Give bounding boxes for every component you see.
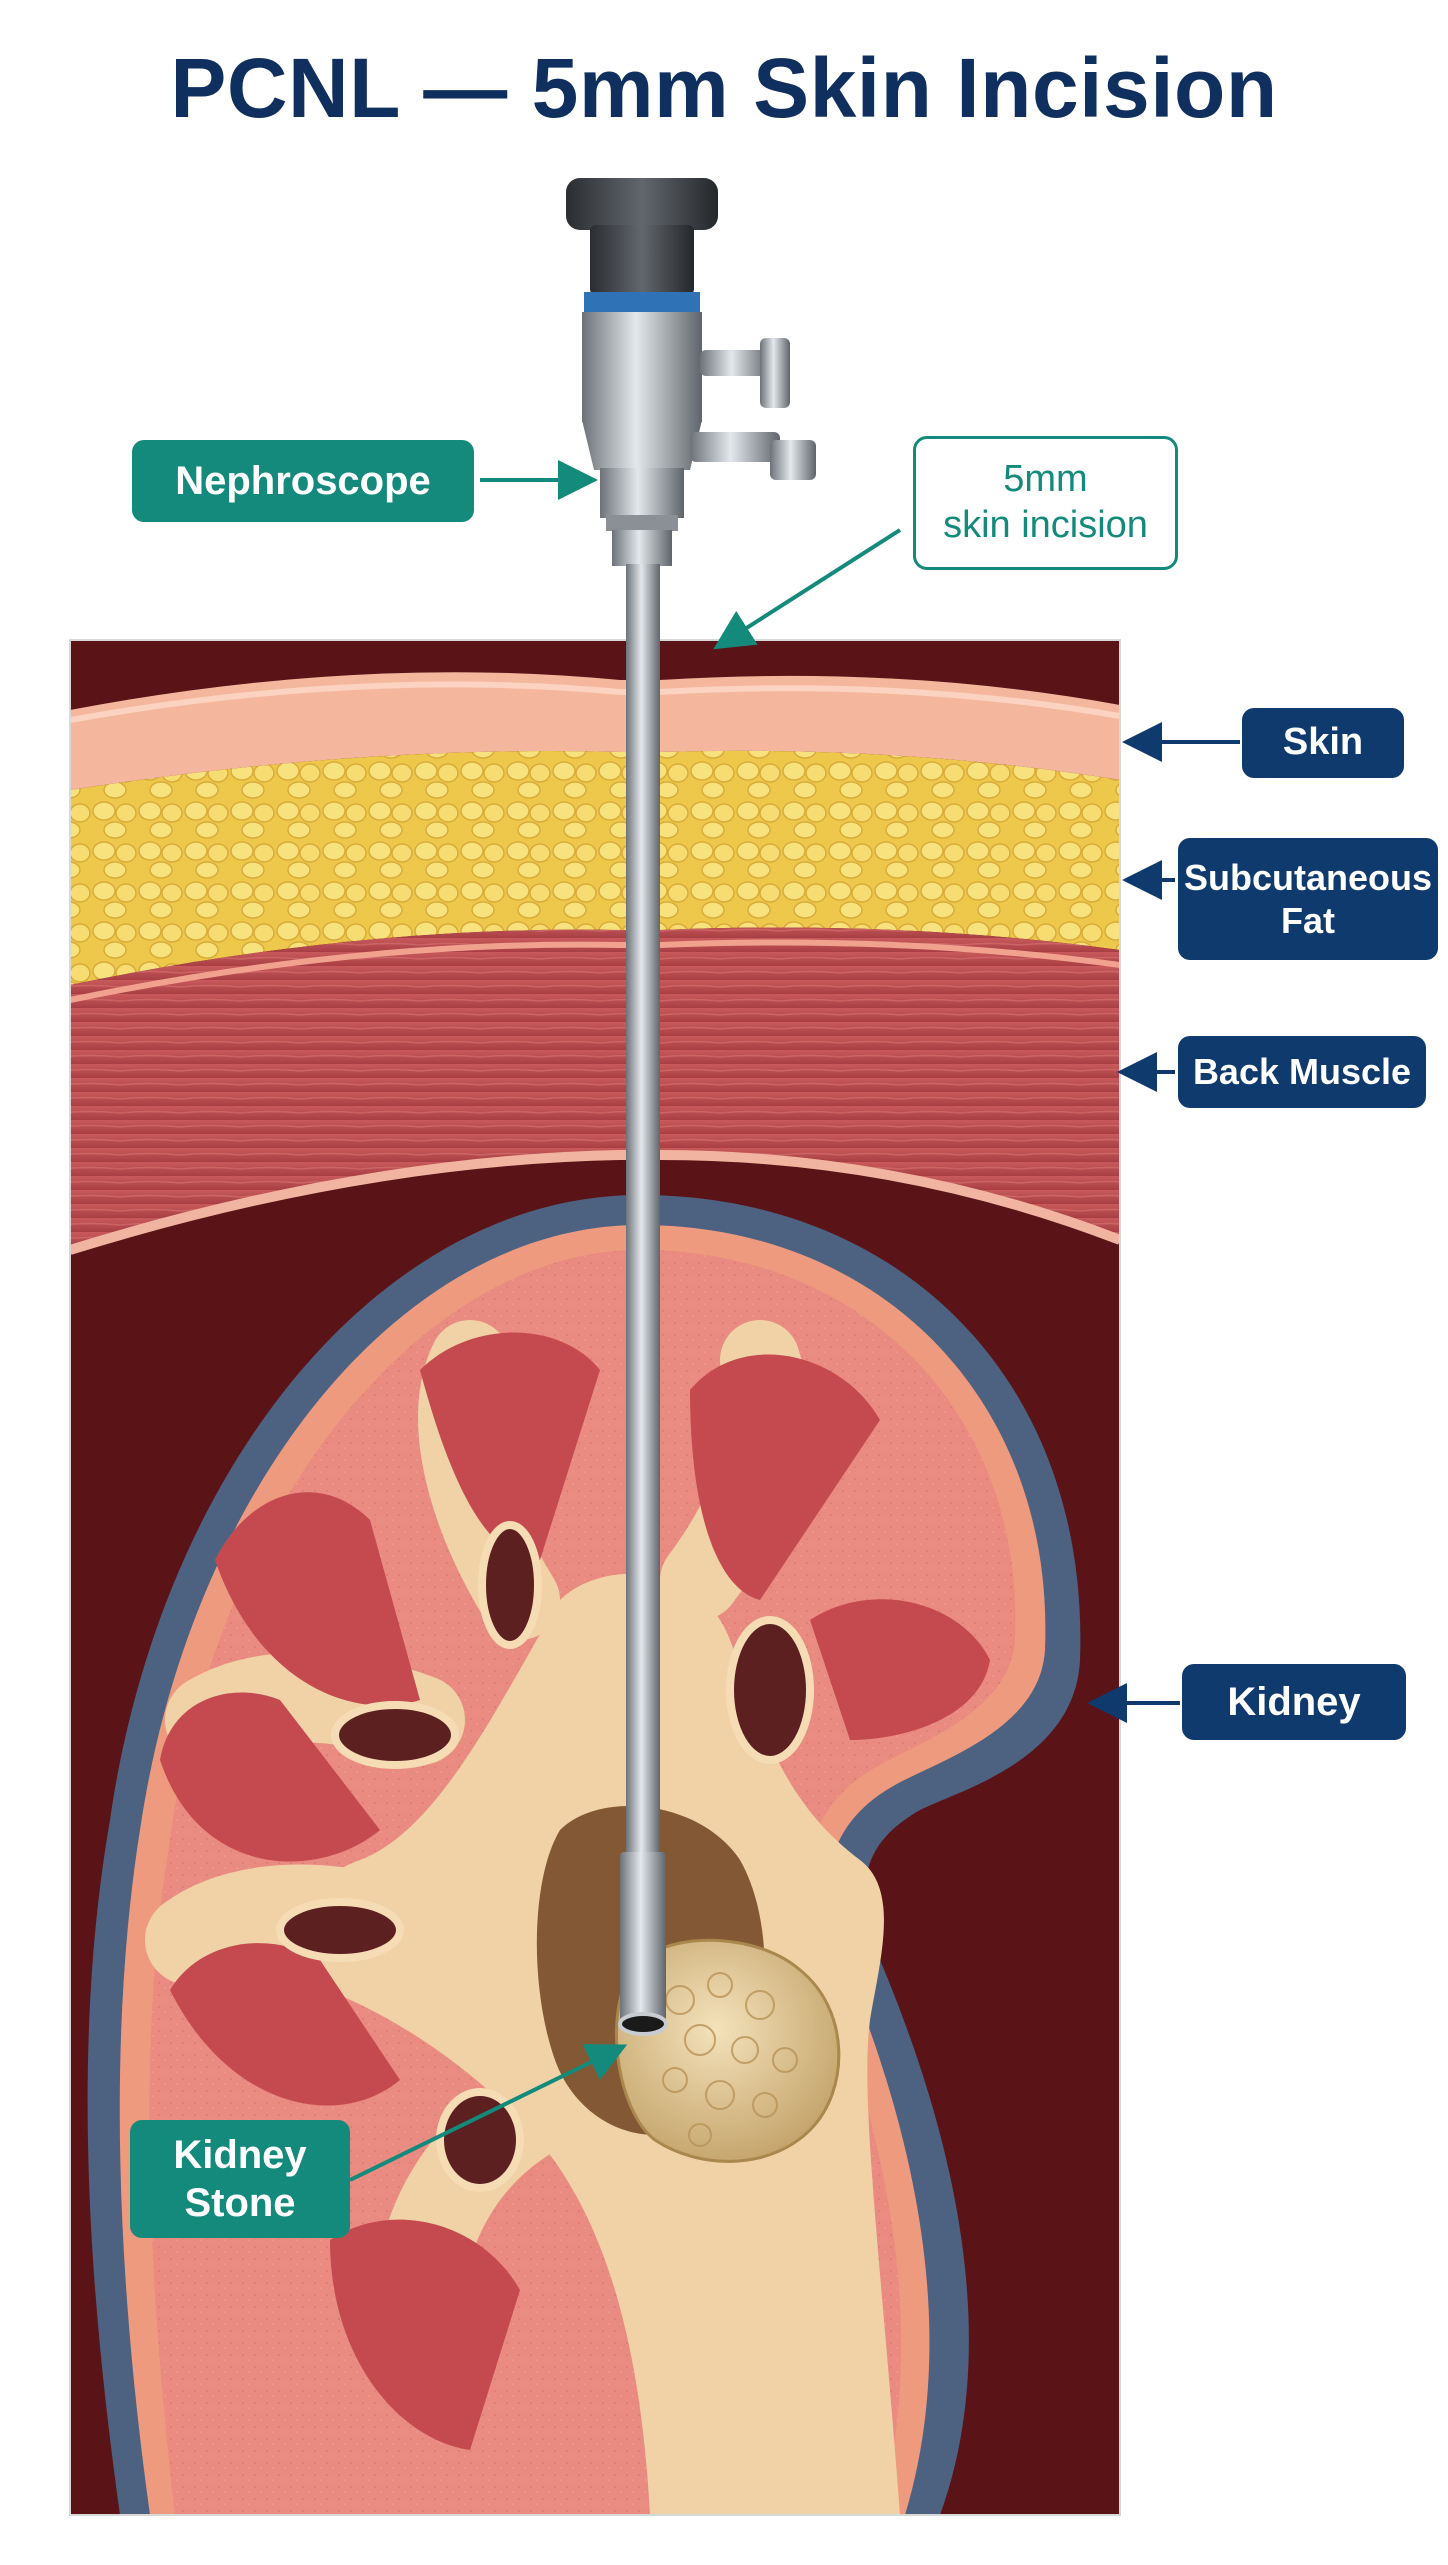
kidney-label: Kidney	[1182, 1664, 1406, 1740]
pyramid	[690, 1354, 880, 1600]
skin-label: Skin	[1242, 708, 1404, 778]
fat-label: Subcutaneous Fat	[1178, 838, 1438, 960]
muscle-label: Back Muscle	[1178, 1036, 1426, 1108]
incision-label: 5mm skin incision	[913, 436, 1178, 570]
kidney-stone	[614, 1938, 841, 2163]
fat-label-line2: Fat	[1281, 900, 1335, 941]
pyramid	[420, 1332, 600, 1560]
stone-pointer	[349, 2044, 628, 2182]
stone-label-line2: Stone	[184, 2181, 296, 2225]
pyramid	[215, 1492, 420, 1706]
stone-label: Kidney Stone	[130, 2120, 350, 2238]
pyramid	[160, 1692, 380, 1862]
nephroscope-label: Nephroscope	[132, 440, 474, 522]
nephroscope-instrument	[566, 178, 816, 2036]
pyramid	[330, 2219, 520, 2450]
skin-layer	[70, 672, 1120, 790]
stone-label-line1: Kidney	[173, 2133, 307, 2177]
fat-label-line1: Subcutaneous	[1183, 856, 1433, 898]
incision-pointer	[713, 528, 902, 650]
kidney-label-text: Kidney	[1227, 1680, 1361, 1724]
incision-label-line1: 5mm	[1003, 458, 1088, 501]
muscle-label-text: Back Muscle	[1192, 1051, 1412, 1093]
page-title: PCNL — 5mm Skin Incision	[170, 41, 1278, 135]
pyramid	[170, 1943, 400, 2106]
incision-label-line2: skin incision	[943, 504, 1148, 546]
pyramid	[810, 1599, 990, 1740]
fat-layer	[70, 750, 1120, 985]
skin-label-text: Skin	[1282, 721, 1364, 764]
nephroscope-label-text: Nephroscope	[175, 459, 431, 503]
